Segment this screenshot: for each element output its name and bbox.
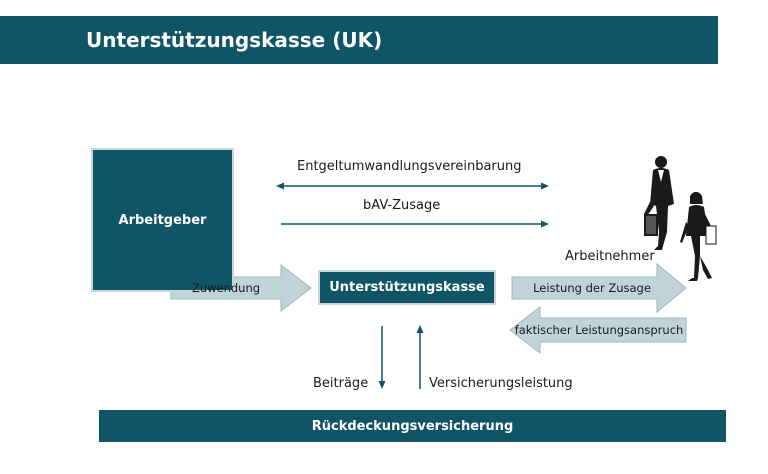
benefit-label: Leistung der Zusage	[533, 281, 651, 295]
factual-claim-block-arrow	[509, 305, 687, 355]
benefit-block-arrow	[511, 262, 687, 314]
insurance-benefit-label: Versicherungsleistung	[429, 376, 573, 391]
support-fund-label: Unterstützungskasse	[329, 280, 485, 295]
allocation-block-arrow	[170, 263, 312, 313]
salary-conversion-label: Entgeltumwandlungsvereinbarung	[297, 159, 522, 174]
factual-claim-label: faktischer Leistungsanspruch	[514, 323, 684, 337]
contributions-label: Beiträge	[313, 376, 369, 391]
allocation-label: Zuwendung	[191, 281, 261, 295]
employer-box: Arbeitgeber	[91, 148, 234, 292]
support-fund-box: Unterstützungskasse	[318, 270, 496, 305]
bav-commitment-arrow	[281, 220, 549, 228]
employees-illustration-icon	[644, 156, 717, 281]
salary-conversion-arrow	[276, 182, 549, 190]
insurance-benefit-arrow	[416, 325, 424, 389]
contributions-arrow	[378, 326, 386, 389]
reinsurance-box: Rückdeckungsversicherung	[99, 410, 726, 442]
bav-commitment-label: bAV-Zusage	[363, 198, 441, 213]
employee-label: Arbeitnehmer	[565, 249, 655, 264]
employer-label: Arbeitgeber	[118, 212, 207, 228]
reinsurance-label: Rückdeckungsversicherung	[311, 418, 514, 434]
page-title: Unterstützungskasse (UK)	[86, 28, 383, 52]
header-bar: Unterstützungskasse (UK)	[0, 16, 718, 64]
